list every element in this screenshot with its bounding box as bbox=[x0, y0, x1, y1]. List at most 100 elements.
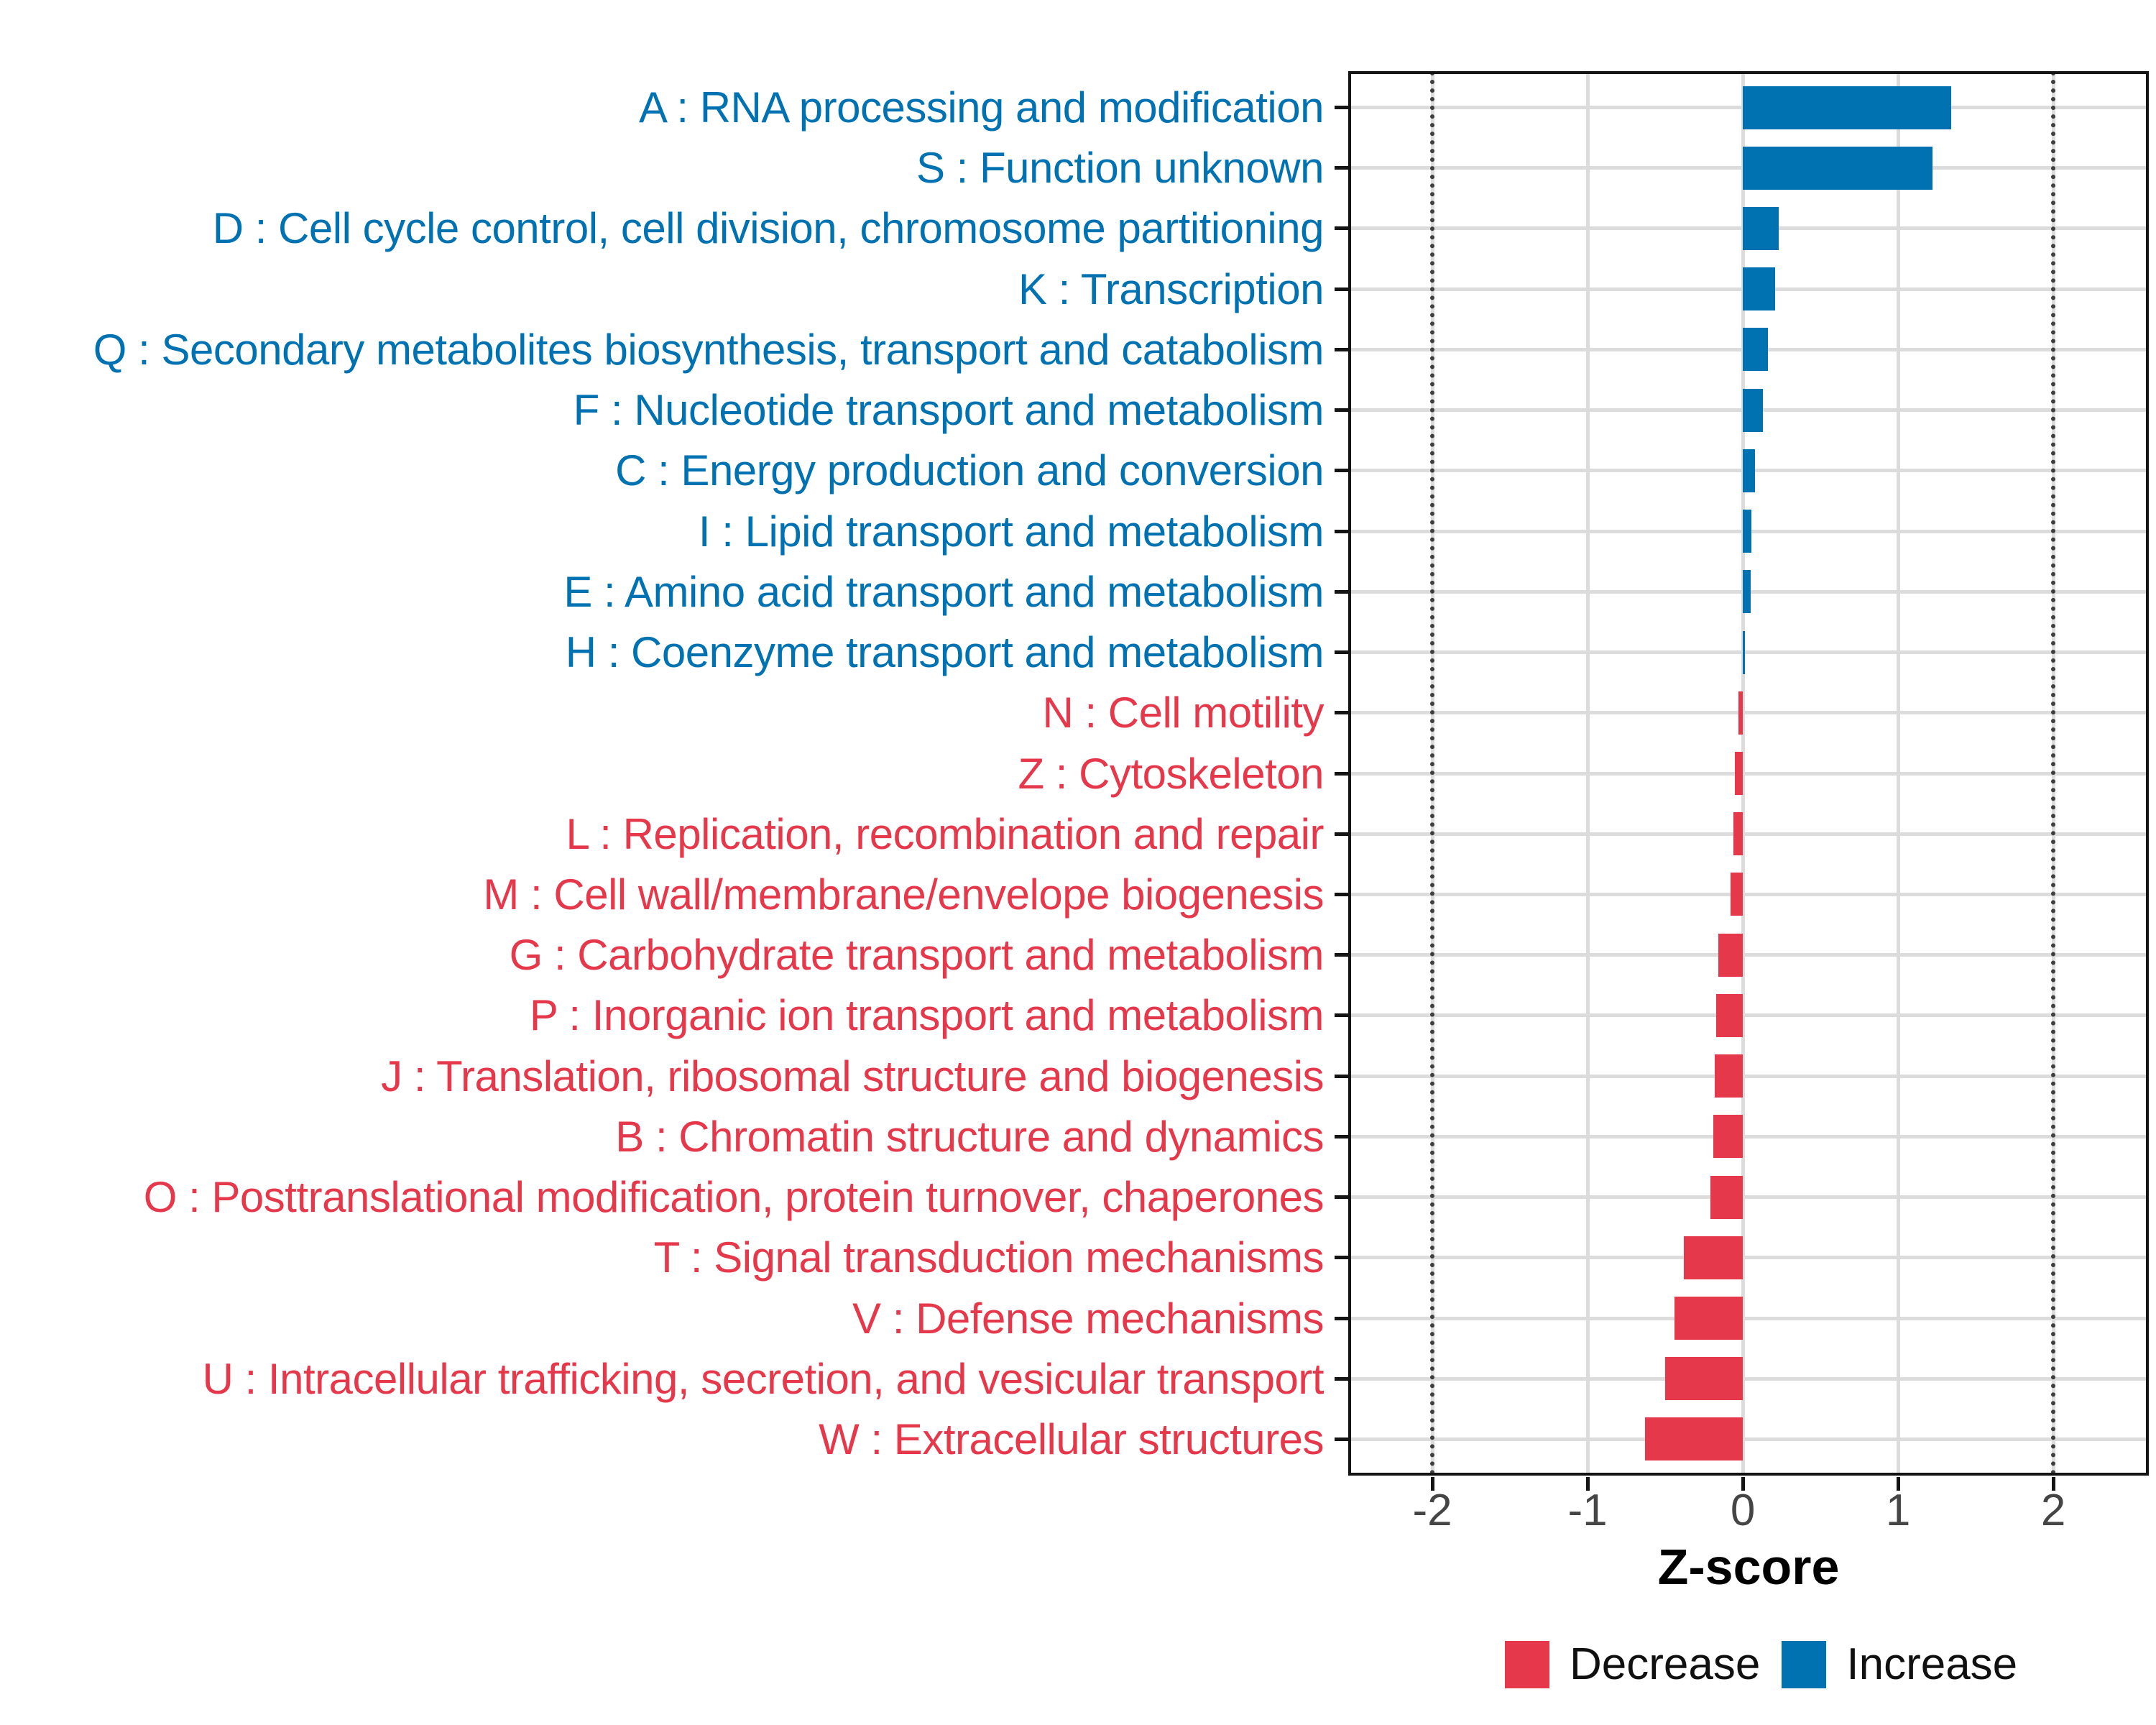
category-label-O: O : Posttranslational modification, prot… bbox=[143, 1173, 1325, 1222]
x-tick-label: 1 bbox=[1885, 1486, 1911, 1535]
x-tick-label: 2 bbox=[2040, 1486, 2066, 1535]
horizontal-gridline bbox=[1348, 771, 2149, 776]
x-tick-label: 0 bbox=[1730, 1486, 1756, 1535]
bar-F bbox=[1743, 388, 1764, 432]
y-tick bbox=[1335, 1256, 1348, 1260]
horizontal-gridline bbox=[1348, 1013, 2149, 1018]
y-tick bbox=[1335, 226, 1348, 231]
y-tick bbox=[1335, 1316, 1348, 1320]
category-label-L: L : Replication, recombination and repai… bbox=[566, 809, 1324, 858]
bar-U bbox=[1665, 1357, 1743, 1401]
y-tick bbox=[1335, 408, 1348, 413]
category-label-M: M : Cell wall/membrane/envelope biogenes… bbox=[483, 870, 1324, 919]
bar-G bbox=[1718, 933, 1743, 977]
y-tick bbox=[1335, 347, 1348, 351]
y-tick bbox=[1335, 529, 1348, 533]
y-tick bbox=[1335, 469, 1348, 473]
y-tick bbox=[1335, 1376, 1348, 1381]
bar-J bbox=[1715, 1054, 1743, 1098]
y-tick bbox=[1335, 1134, 1348, 1138]
bar-P bbox=[1716, 993, 1743, 1037]
y-tick bbox=[1335, 1195, 1348, 1200]
bar-N bbox=[1738, 691, 1743, 735]
category-label-F: F : Nucleotide transport and metabolism bbox=[573, 386, 1325, 435]
plot-panel bbox=[1348, 71, 2149, 1476]
category-label-G: G : Carbohydrate transport and metabolis… bbox=[509, 931, 1325, 980]
bar-H bbox=[1743, 630, 1745, 674]
category-label-E: E : Amino acid transport and metabolism bbox=[563, 567, 1324, 616]
y-tick bbox=[1335, 287, 1348, 291]
legend-label-increase: Increase bbox=[1846, 1639, 2018, 1689]
y-tick bbox=[1335, 166, 1348, 170]
bar-W bbox=[1645, 1417, 1743, 1461]
category-label-H: H : Coenzyme transport and metabolism bbox=[565, 628, 1325, 677]
y-tick bbox=[1335, 953, 1348, 957]
bar-Z bbox=[1735, 752, 1743, 795]
category-label-A: A : RNA processing and modification bbox=[638, 83, 1325, 132]
bar-M bbox=[1730, 873, 1743, 916]
legend-item-decrease: Decrease bbox=[1505, 1639, 1760, 1690]
increase-color-swatch bbox=[1782, 1640, 1827, 1688]
bar-Q bbox=[1743, 328, 1768, 372]
horizontal-gridline bbox=[1348, 1134, 2149, 1138]
category-label-V: V : Defense mechanisms bbox=[852, 1294, 1324, 1343]
horizontal-gridline bbox=[1348, 1195, 2149, 1200]
bar-S bbox=[1743, 146, 1932, 190]
x-tick-label: -1 bbox=[1567, 1486, 1608, 1535]
bar-B bbox=[1713, 1115, 1743, 1159]
horizontal-gridline bbox=[1348, 650, 2149, 655]
category-label-N: N : Cell motility bbox=[1042, 689, 1324, 737]
horizontal-gridline bbox=[1348, 1376, 2149, 1381]
category-label-T: T : Signal transduction mechanisms bbox=[653, 1233, 1325, 1282]
category-label-B: B : Chromatin structure and dynamics bbox=[615, 1112, 1324, 1161]
y-tick bbox=[1335, 589, 1348, 594]
y-tick bbox=[1335, 1074, 1348, 1078]
horizontal-gridline bbox=[1348, 892, 2149, 896]
horizontal-gridline bbox=[1348, 953, 2149, 957]
bar-C bbox=[1743, 448, 1756, 492]
y-tick bbox=[1335, 1437, 1348, 1441]
category-label-U: U : Intracellular trafficking, secretion… bbox=[202, 1354, 1325, 1403]
decrease-color-swatch bbox=[1505, 1640, 1549, 1688]
bar-E bbox=[1743, 570, 1751, 614]
horizontal-gridline bbox=[1348, 1437, 2149, 1441]
category-label-P: P : Inorganic ion transport and metaboli… bbox=[529, 991, 1325, 1040]
horizontal-gridline bbox=[1348, 1316, 2149, 1320]
category-label-I: I : Lipid transport and metabolism bbox=[698, 507, 1325, 556]
horizontal-gridline bbox=[1348, 1256, 2149, 1260]
bar-V bbox=[1674, 1297, 1743, 1340]
bar-D bbox=[1743, 206, 1779, 250]
category-label-D: D : Cell cycle control, cell division, c… bbox=[212, 204, 1325, 253]
legend-item-increase: Increase bbox=[1782, 1639, 2017, 1690]
category-label-W: W : Extracellular structures bbox=[819, 1414, 1324, 1463]
dotted-reference-line bbox=[2051, 71, 2056, 1476]
y-tick bbox=[1335, 832, 1348, 836]
x-tick bbox=[2051, 1477, 2055, 1491]
horizontal-gridline bbox=[1348, 711, 2149, 715]
bar-O bbox=[1710, 1175, 1743, 1219]
category-label-S: S : Function unknown bbox=[916, 144, 1325, 193]
y-tick bbox=[1335, 711, 1348, 715]
bar-T bbox=[1684, 1236, 1743, 1279]
category-label-C: C : Energy production and conversion bbox=[615, 446, 1324, 495]
bar-L bbox=[1733, 812, 1743, 856]
x-tick bbox=[1741, 1477, 1745, 1491]
y-tick bbox=[1335, 892, 1348, 896]
legend-label-decrease: Decrease bbox=[1570, 1639, 1761, 1689]
category-label-K: K : Transcription bbox=[1018, 264, 1325, 313]
category-label-Z: Z : Cytoskeleton bbox=[1018, 749, 1324, 798]
x-axis-title: Z-score bbox=[1657, 1539, 1840, 1595]
dotted-reference-line bbox=[1430, 71, 1435, 1476]
category-label-J: J : Translation, ribosomal structure and… bbox=[381, 1052, 1324, 1100]
y-tick bbox=[1335, 650, 1348, 655]
x-tick bbox=[1896, 1477, 1900, 1491]
horizontal-gridline bbox=[1348, 1074, 2149, 1078]
bar-A bbox=[1743, 86, 1951, 129]
x-tick bbox=[1430, 1477, 1434, 1491]
bar-K bbox=[1743, 267, 1776, 311]
category-label-Q: Q : Secondary metabolites biosynthesis, … bbox=[93, 325, 1325, 374]
y-tick bbox=[1335, 106, 1348, 110]
horizontal-gridline bbox=[1348, 832, 2149, 836]
x-tick-label: -2 bbox=[1412, 1486, 1452, 1535]
